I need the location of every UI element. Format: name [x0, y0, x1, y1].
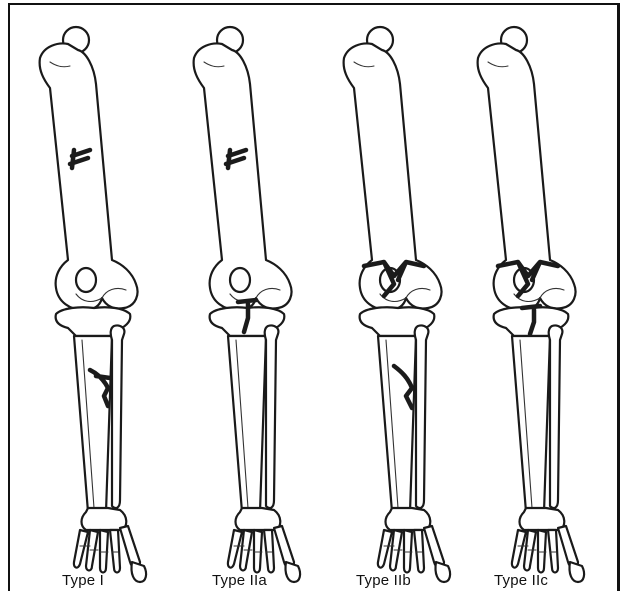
label-type-iia: Type IIa: [212, 572, 267, 589]
leg-type-i: [40, 27, 146, 582]
label-type-iic: Type IIc: [494, 572, 548, 589]
label-type-i: Type I: [62, 572, 104, 589]
leg-type-iic: [478, 27, 584, 582]
leg-type-iia: [194, 27, 300, 582]
leg-type-iib: [344, 27, 450, 582]
label-type-iib: Type IIb: [356, 572, 411, 589]
